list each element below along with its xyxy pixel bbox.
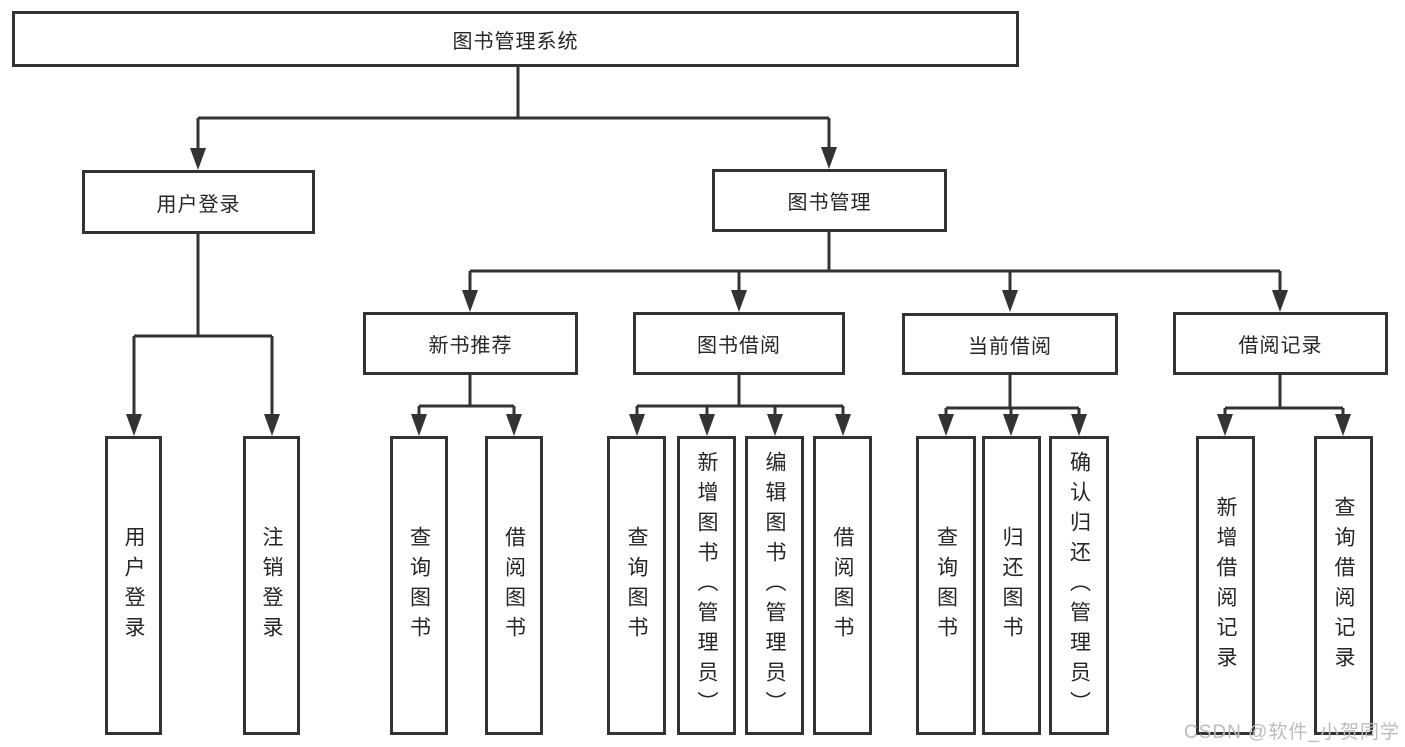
leaf-edit-books-admin: 编辑图书（管理员） <box>745 436 804 735</box>
leaf-borrow-books-label: 借阅图书 <box>831 525 854 646</box>
node-book-borrow-label: 图书借阅 <box>697 335 781 357</box>
node-borrow-records-label: 借阅记录 <box>1238 335 1323 357</box>
node-current-borrow: 当前借阅 <box>902 313 1118 375</box>
node-borrow-records: 借阅记录 <box>1173 312 1388 375</box>
leaf-return-books: 归还图书 <box>982 436 1041 735</box>
node-current-borrow-label: 当前借阅 <box>968 335 1052 358</box>
node-new-book-recommend-label: 新书推荐 <box>428 335 513 357</box>
leaf-query-borrow-record: 查询借阅记录 <box>1314 436 1373 735</box>
node-user-login-label: 用户登录 <box>156 193 241 216</box>
node-book-borrow: 图书借阅 <box>633 312 845 375</box>
leaf-add-borrow-record: 新增借阅记录 <box>1196 436 1255 735</box>
leaf-recommend-query-books: 查询图书 <box>390 436 448 735</box>
node-user-login: 用户登录 <box>82 170 315 234</box>
leaf-recommend-borrow-books: 借阅图书 <box>485 436 543 735</box>
node-book-management: 图书管理 <box>712 169 947 232</box>
leaf-logout-label: 注销登录 <box>260 525 283 646</box>
leaf-recommend-borrow-books-label: 借阅图书 <box>502 525 526 646</box>
leaf-current-query-books-label: 查询图书 <box>934 525 958 646</box>
node-root-system-label: 图书管理系统 <box>452 30 579 53</box>
leaf-add-books-admin-label: 新增图书（管理员） <box>695 450 718 721</box>
leaf-borrow-query-books: 查询图书 <box>607 436 666 735</box>
leaf-return-books-label: 归还图书 <box>1000 525 1023 646</box>
leaf-confirm-return-admin: 确认归还（管理员） <box>1049 436 1109 735</box>
node-root-system: 图书管理系统 <box>12 11 1019 67</box>
leaf-user-login: 用户登录 <box>105 436 162 735</box>
leaf-edit-books-admin-label: 编辑图书（管理员） <box>763 450 786 721</box>
arrowheads <box>126 147 1351 436</box>
leaf-current-query-books: 查询图书 <box>916 436 976 735</box>
leaf-user-login-label: 用户登录 <box>122 525 145 646</box>
leaf-borrow-books: 借阅图书 <box>813 436 872 735</box>
leaf-logout: 注销登录 <box>243 436 300 735</box>
leaf-query-borrow-record-label: 查询借阅记录 <box>1332 495 1355 676</box>
leaf-add-borrow-record-label: 新增借阅记录 <box>1214 495 1237 676</box>
leaf-confirm-return-admin-label: 确认归还（管理员） <box>1067 450 1091 721</box>
node-new-book-recommend: 新书推荐 <box>363 312 578 375</box>
leaf-borrow-query-books-label: 查询图书 <box>625 525 648 646</box>
leaf-recommend-query-books-label: 查询图书 <box>407 525 431 646</box>
leaf-add-books-admin: 新增图书（管理员） <box>677 436 736 735</box>
node-book-management-label: 图书管理 <box>787 192 872 214</box>
